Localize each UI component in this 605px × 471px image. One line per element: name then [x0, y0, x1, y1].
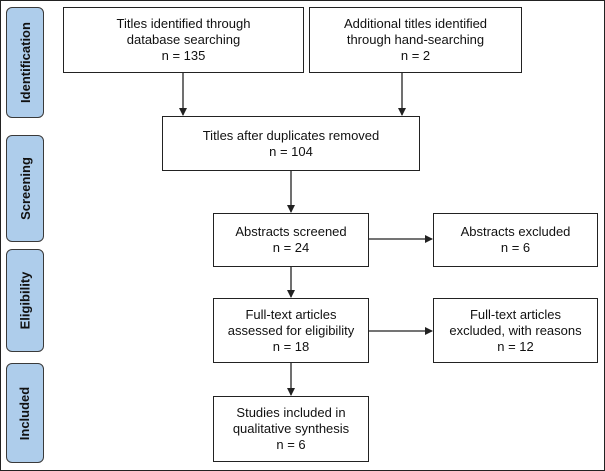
box-line: qualitative synthesis — [232, 421, 350, 436]
box-line: database searching — [126, 32, 241, 47]
box-count: n = 12 — [497, 338, 534, 354]
box-count: n = 104 — [269, 143, 313, 159]
box-line: assessed for eligibility — [227, 322, 355, 338]
box-studies-included: Studies included in qualitative synthesi… — [213, 396, 369, 462]
box-line: Full-text articles — [245, 306, 337, 322]
box-count: n = 2 — [400, 48, 431, 63]
box-line: Abstracts screened — [235, 224, 347, 239]
box-line: through hand-searching — [346, 32, 485, 47]
stage-eligibility: Eligibility — [6, 249, 44, 352]
box-duplicates-removed: Titles after duplicates removed n = 104 — [162, 116, 420, 171]
box-abstracts-excluded: Abstracts excluded n = 6 — [433, 213, 598, 267]
box-line: Titles after duplicates removed — [202, 127, 380, 143]
stage-identification: Identification — [6, 7, 44, 118]
box-count: n = 18 — [272, 338, 310, 354]
box-line: Additional titles identified — [343, 16, 488, 31]
box-count: n = 6 — [276, 437, 306, 452]
box-hand-search: Additional titles identified through han… — [309, 7, 522, 73]
box-line: Abstracts excluded — [460, 224, 571, 239]
stage-screening: Screening — [6, 135, 44, 242]
box-line: Full-text articles — [469, 306, 562, 322]
box-database-search: Titles identified through database searc… — [63, 7, 304, 73]
box-line: excluded, with reasons — [449, 322, 582, 338]
box-line: Titles identified through — [116, 16, 251, 31]
stage-included: Included — [6, 363, 44, 463]
box-fulltext-excluded: Full-text articles excluded, with reason… — [433, 298, 598, 363]
box-count: n = 24 — [272, 240, 310, 255]
box-count: n = 6 — [500, 240, 531, 255]
box-count: n = 135 — [161, 48, 206, 63]
box-abstracts-screened: Abstracts screened n = 24 — [213, 213, 369, 267]
box-fulltext-assessed: Full-text articles assessed for eligibil… — [213, 298, 369, 363]
box-line: Studies included in — [236, 405, 346, 420]
